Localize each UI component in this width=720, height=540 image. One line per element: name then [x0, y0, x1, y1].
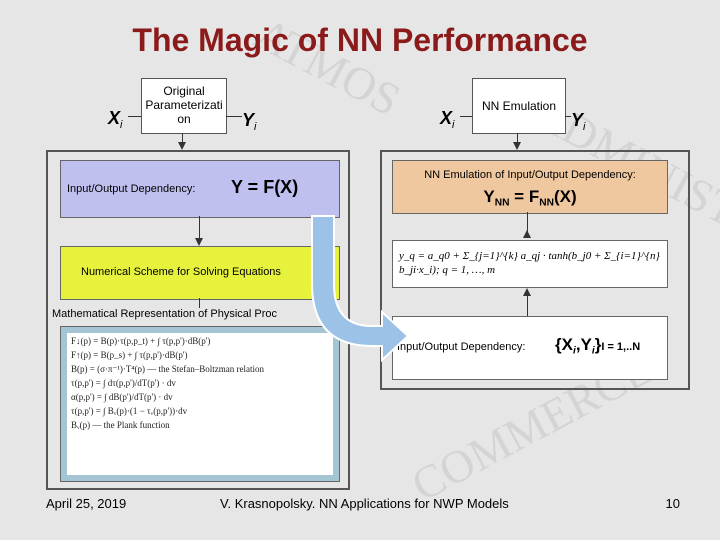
math-representation-box: F↓(p) = B(p)·τ(p,p_t) + ∫ τ(p,p')·dB(p')…	[60, 326, 340, 482]
slide-title: The Magic of NN Performance	[132, 22, 588, 58]
right-output-var: Yi	[571, 110, 586, 133]
arrow-down-icon	[195, 238, 203, 246]
io-formula: Y = F(X)	[231, 177, 299, 197]
connector-line	[565, 116, 571, 117]
arrow-down-icon	[513, 142, 521, 150]
right-input-var: Xi	[440, 108, 455, 131]
nn-equation-box: y_q = a_q0 + Σ_{j=1}^{k} a_qj · tanh(b_j…	[392, 240, 668, 288]
page-number: 10	[665, 496, 680, 511]
dataset-box: Input/Output Dependency: {Xi,Yi}I = 1,..…	[392, 316, 668, 380]
connector-line	[182, 133, 183, 143]
original-parameterization-box: Original Parameterizati on	[141, 78, 227, 134]
arrow-up-icon	[523, 288, 531, 296]
connector-line	[226, 116, 242, 117]
nn-emulation-dependency-box: NN Emulation of Input/Output Dependency:…	[392, 160, 668, 214]
left-input-var: Xi	[108, 108, 123, 131]
arrow-up-icon	[523, 230, 531, 238]
left-output-var: Yi	[242, 110, 257, 133]
curved-arrow-icon	[311, 215, 410, 363]
connector-line	[199, 298, 200, 308]
footer-author: V. Krasnopolsky. NN Applications for NWP…	[220, 496, 509, 511]
numerical-scheme-box: Numerical Scheme for Solving Equations	[60, 246, 340, 300]
math-representation-label: Mathematical Representation of Physical …	[52, 308, 277, 320]
connector-line	[527, 296, 528, 316]
right-panel	[380, 150, 690, 390]
arrow-down-icon	[178, 142, 186, 150]
connector-line	[527, 212, 528, 232]
nn-emulation-box: NN Emulation	[472, 78, 566, 134]
connector-line	[517, 133, 518, 143]
io-dependency-box: Input/Output Dependency: Y = F(X)	[60, 160, 340, 218]
nn-formula: YNN = FNN(X)	[483, 187, 577, 209]
equations-image: F↓(p) = B(p)·τ(p,p_t) + ∫ τ(p,p')·dB(p')…	[67, 333, 333, 475]
footer-date: April 25, 2019	[46, 496, 127, 511]
dataset-formula: {Xi,Yi}I = 1,..N	[555, 335, 641, 357]
connector-line	[460, 116, 472, 117]
connector-line	[199, 216, 200, 238]
connector-line	[128, 116, 142, 117]
